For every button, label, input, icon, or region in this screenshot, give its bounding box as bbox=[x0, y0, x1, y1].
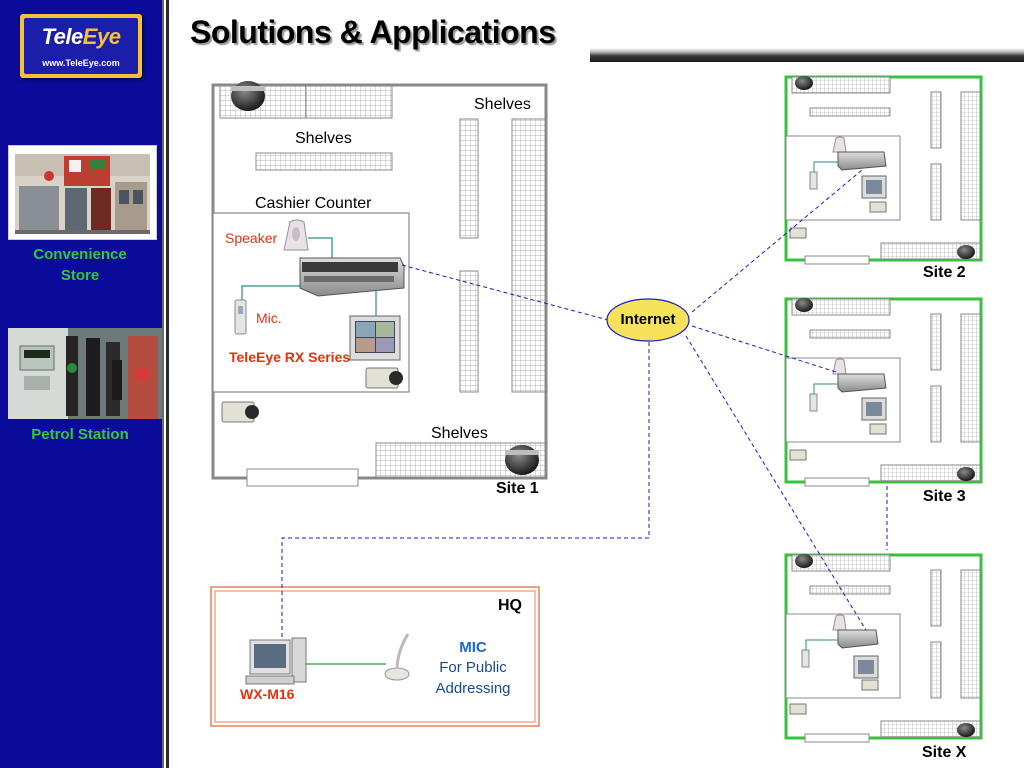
mic-desc-line2: Addressing bbox=[435, 680, 511, 697]
public-address-mic-icon bbox=[384, 633, 410, 681]
cashier-counter-label: Cashier Counter bbox=[255, 195, 372, 212]
sidebar-item-petrol-station[interactable]: Petrol Station bbox=[31, 426, 129, 443]
sidebar-item-convenience-store[interactable]: Convenience Store bbox=[33, 246, 127, 284]
box-camera-icon bbox=[365, 367, 403, 389]
site-3-floorplan bbox=[784, 297, 983, 487]
monitor-icon bbox=[349, 315, 401, 361]
page-title: Solutions & Applications bbox=[190, 14, 556, 50]
box-camera-icon bbox=[221, 401, 259, 423]
teleeye-rx-device-icon bbox=[299, 257, 405, 297]
mic-label: Mic. bbox=[256, 310, 282, 326]
site-x-floorplan bbox=[784, 553, 983, 743]
site-3-label: Site 3 bbox=[923, 488, 966, 505]
workstation-icon bbox=[245, 637, 307, 685]
hq-panel bbox=[210, 586, 540, 727]
internet-node[interactable] bbox=[606, 298, 690, 342]
dome-camera-icon bbox=[505, 445, 539, 475]
convenience-store-photo[interactable] bbox=[8, 145, 157, 240]
sidebar-divider bbox=[162, 0, 172, 768]
site-2-label: Site 2 bbox=[923, 264, 966, 281]
logo-inner: TeleEye www.TeleEye.com bbox=[24, 18, 138, 74]
site-1-floorplan bbox=[211, 81, 548, 487]
petrol-station-photo[interactable] bbox=[8, 328, 162, 419]
store-photo-image bbox=[9, 146, 156, 239]
site-1-label: Site 1 bbox=[496, 480, 539, 497]
sidebar: TeleEye www.TeleEye.com Convenience Stor… bbox=[0, 0, 162, 768]
hq-label: HQ bbox=[498, 597, 522, 614]
logo-brand: TeleEye bbox=[41, 24, 121, 49]
mic-desc-line1: For Public bbox=[439, 659, 507, 676]
site1-shelves-bottom-label: Shelves bbox=[431, 425, 488, 442]
site-2-floorplan bbox=[784, 75, 983, 265]
petrol-photo-image bbox=[8, 328, 162, 419]
site-x-label: Site X bbox=[922, 744, 967, 761]
site1-shelves-top-label: Shelves bbox=[474, 96, 531, 113]
network-links bbox=[281, 169, 888, 640]
microphone-icon bbox=[234, 299, 247, 335]
dome-camera-icon bbox=[231, 81, 265, 111]
wx-m16-label: WX-M16 bbox=[240, 686, 295, 702]
internet-label: Internet bbox=[620, 311, 676, 328]
logo-url: www.TeleEye.com bbox=[42, 58, 120, 68]
mic-title-label: MIC bbox=[459, 639, 487, 656]
title-rule bbox=[590, 48, 1024, 62]
speaker-label: Speaker bbox=[225, 230, 278, 246]
site1-shelves-left-label: Shelves bbox=[295, 130, 352, 147]
wall-shelf bbox=[511, 118, 546, 393]
aisle-shelf-upper bbox=[459, 118, 479, 239]
rx-series-label: TeleEye RX Series bbox=[229, 349, 351, 365]
left-shelf bbox=[255, 152, 393, 171]
speaker-icon bbox=[283, 219, 309, 251]
teleeye-logo[interactable]: TeleEye www.TeleEye.com bbox=[20, 14, 142, 78]
aisle-shelf-lower bbox=[459, 270, 479, 393]
entrance bbox=[246, 468, 359, 487]
